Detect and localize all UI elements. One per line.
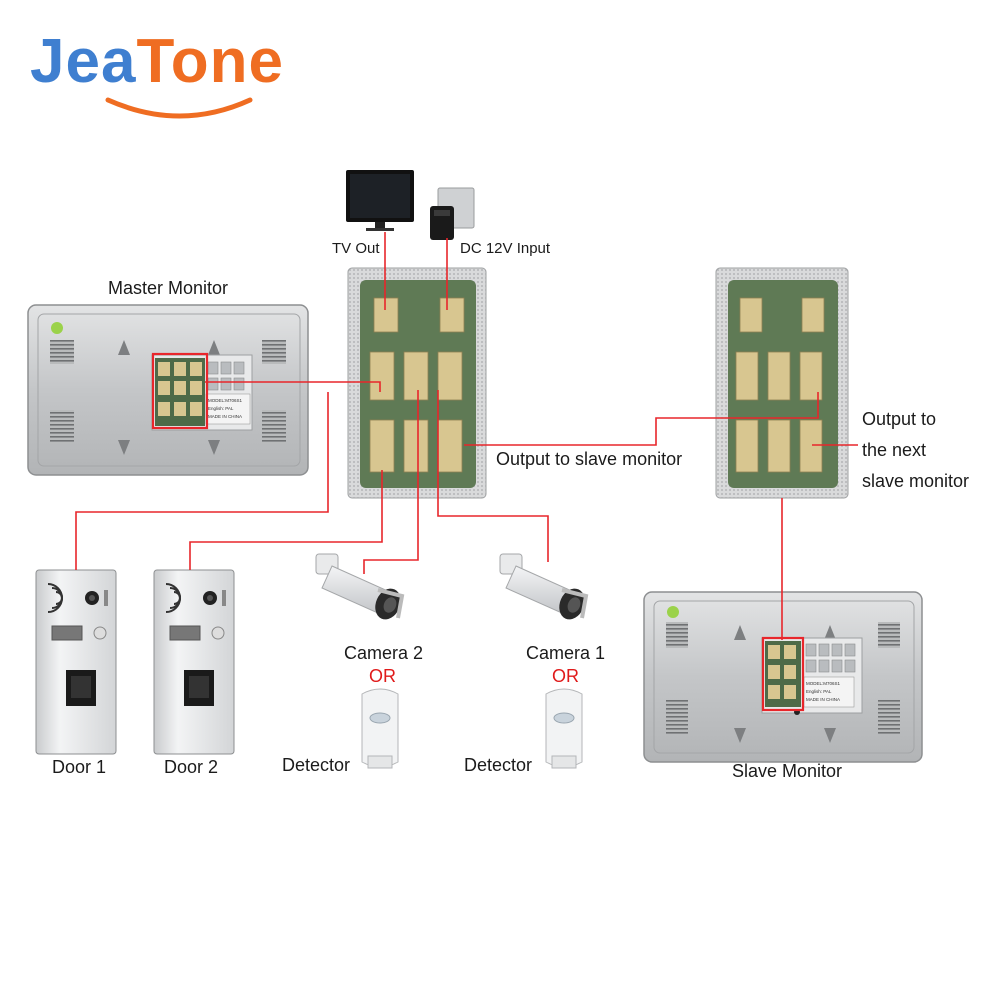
detector-1-label: Detector: [464, 755, 533, 775]
detector-2-label: Detector: [282, 755, 351, 775]
master-monitor-label: Master Monitor: [108, 278, 229, 298]
or-label-1: OR: [552, 666, 579, 686]
tv-icon: [346, 170, 414, 231]
master-monitor: MODEL:M706S1 English: PAL MADE IN CHINA: [27, 304, 309, 476]
slave-monitor-label: Slave Monitor: [732, 761, 843, 781]
door-2-label: Door 2: [164, 757, 219, 777]
output-next-label: Output to the next slave monitor: [862, 404, 969, 497]
or-label-2: OR: [369, 666, 396, 686]
slave-sticker-line1: MODEL:M706S1: [806, 681, 841, 686]
slave-sticker-line3: MADE IN CHINA: [806, 697, 840, 702]
output-slave-label: Output to slave monitor: [496, 449, 683, 469]
power-adapter-icon: [430, 187, 475, 240]
slave-connector-board: [715, 267, 849, 499]
door-1-label: Door 1: [52, 757, 107, 777]
tv-out-label: TV Out: [332, 240, 380, 257]
output-next-line3: slave monitor: [862, 471, 970, 491]
logo-text: JeaTone: [30, 26, 284, 97]
output-next-line2: the next: [862, 440, 927, 460]
detector-2-icon: [361, 688, 399, 769]
dc-input-label: DC 12V Input: [460, 240, 551, 257]
logo-part2: Tone: [136, 27, 284, 96]
master-sticker-line3: MADE IN CHINA: [208, 414, 242, 419]
camera-1-icon: [499, 553, 589, 620]
camera-1-label: Camera 1: [526, 643, 606, 663]
output-next-line1: Output to: [862, 409, 937, 429]
camera-2-label: Camera 2: [344, 643, 424, 663]
door-station-2: [153, 569, 235, 755]
jeatone-logo: JeaTone: [30, 20, 310, 120]
detector-1-icon: [545, 688, 583, 769]
master-sticker-line2: English: PAL: [208, 406, 234, 411]
wiring-lines: [75, 232, 858, 640]
door-station-1: [35, 569, 117, 755]
camera-2-icon: [315, 553, 405, 620]
slave-sticker-line2: English: PAL: [806, 689, 832, 694]
slave-monitor: MODEL:M706S1 English: PAL MADE IN CHINA: [643, 591, 923, 763]
logo-swoosh: [105, 97, 253, 119]
logo-part1: Jea: [30, 27, 137, 96]
master-connector-board: [347, 267, 487, 499]
master-sticker-line1: MODEL:M706S1: [208, 398, 243, 403]
